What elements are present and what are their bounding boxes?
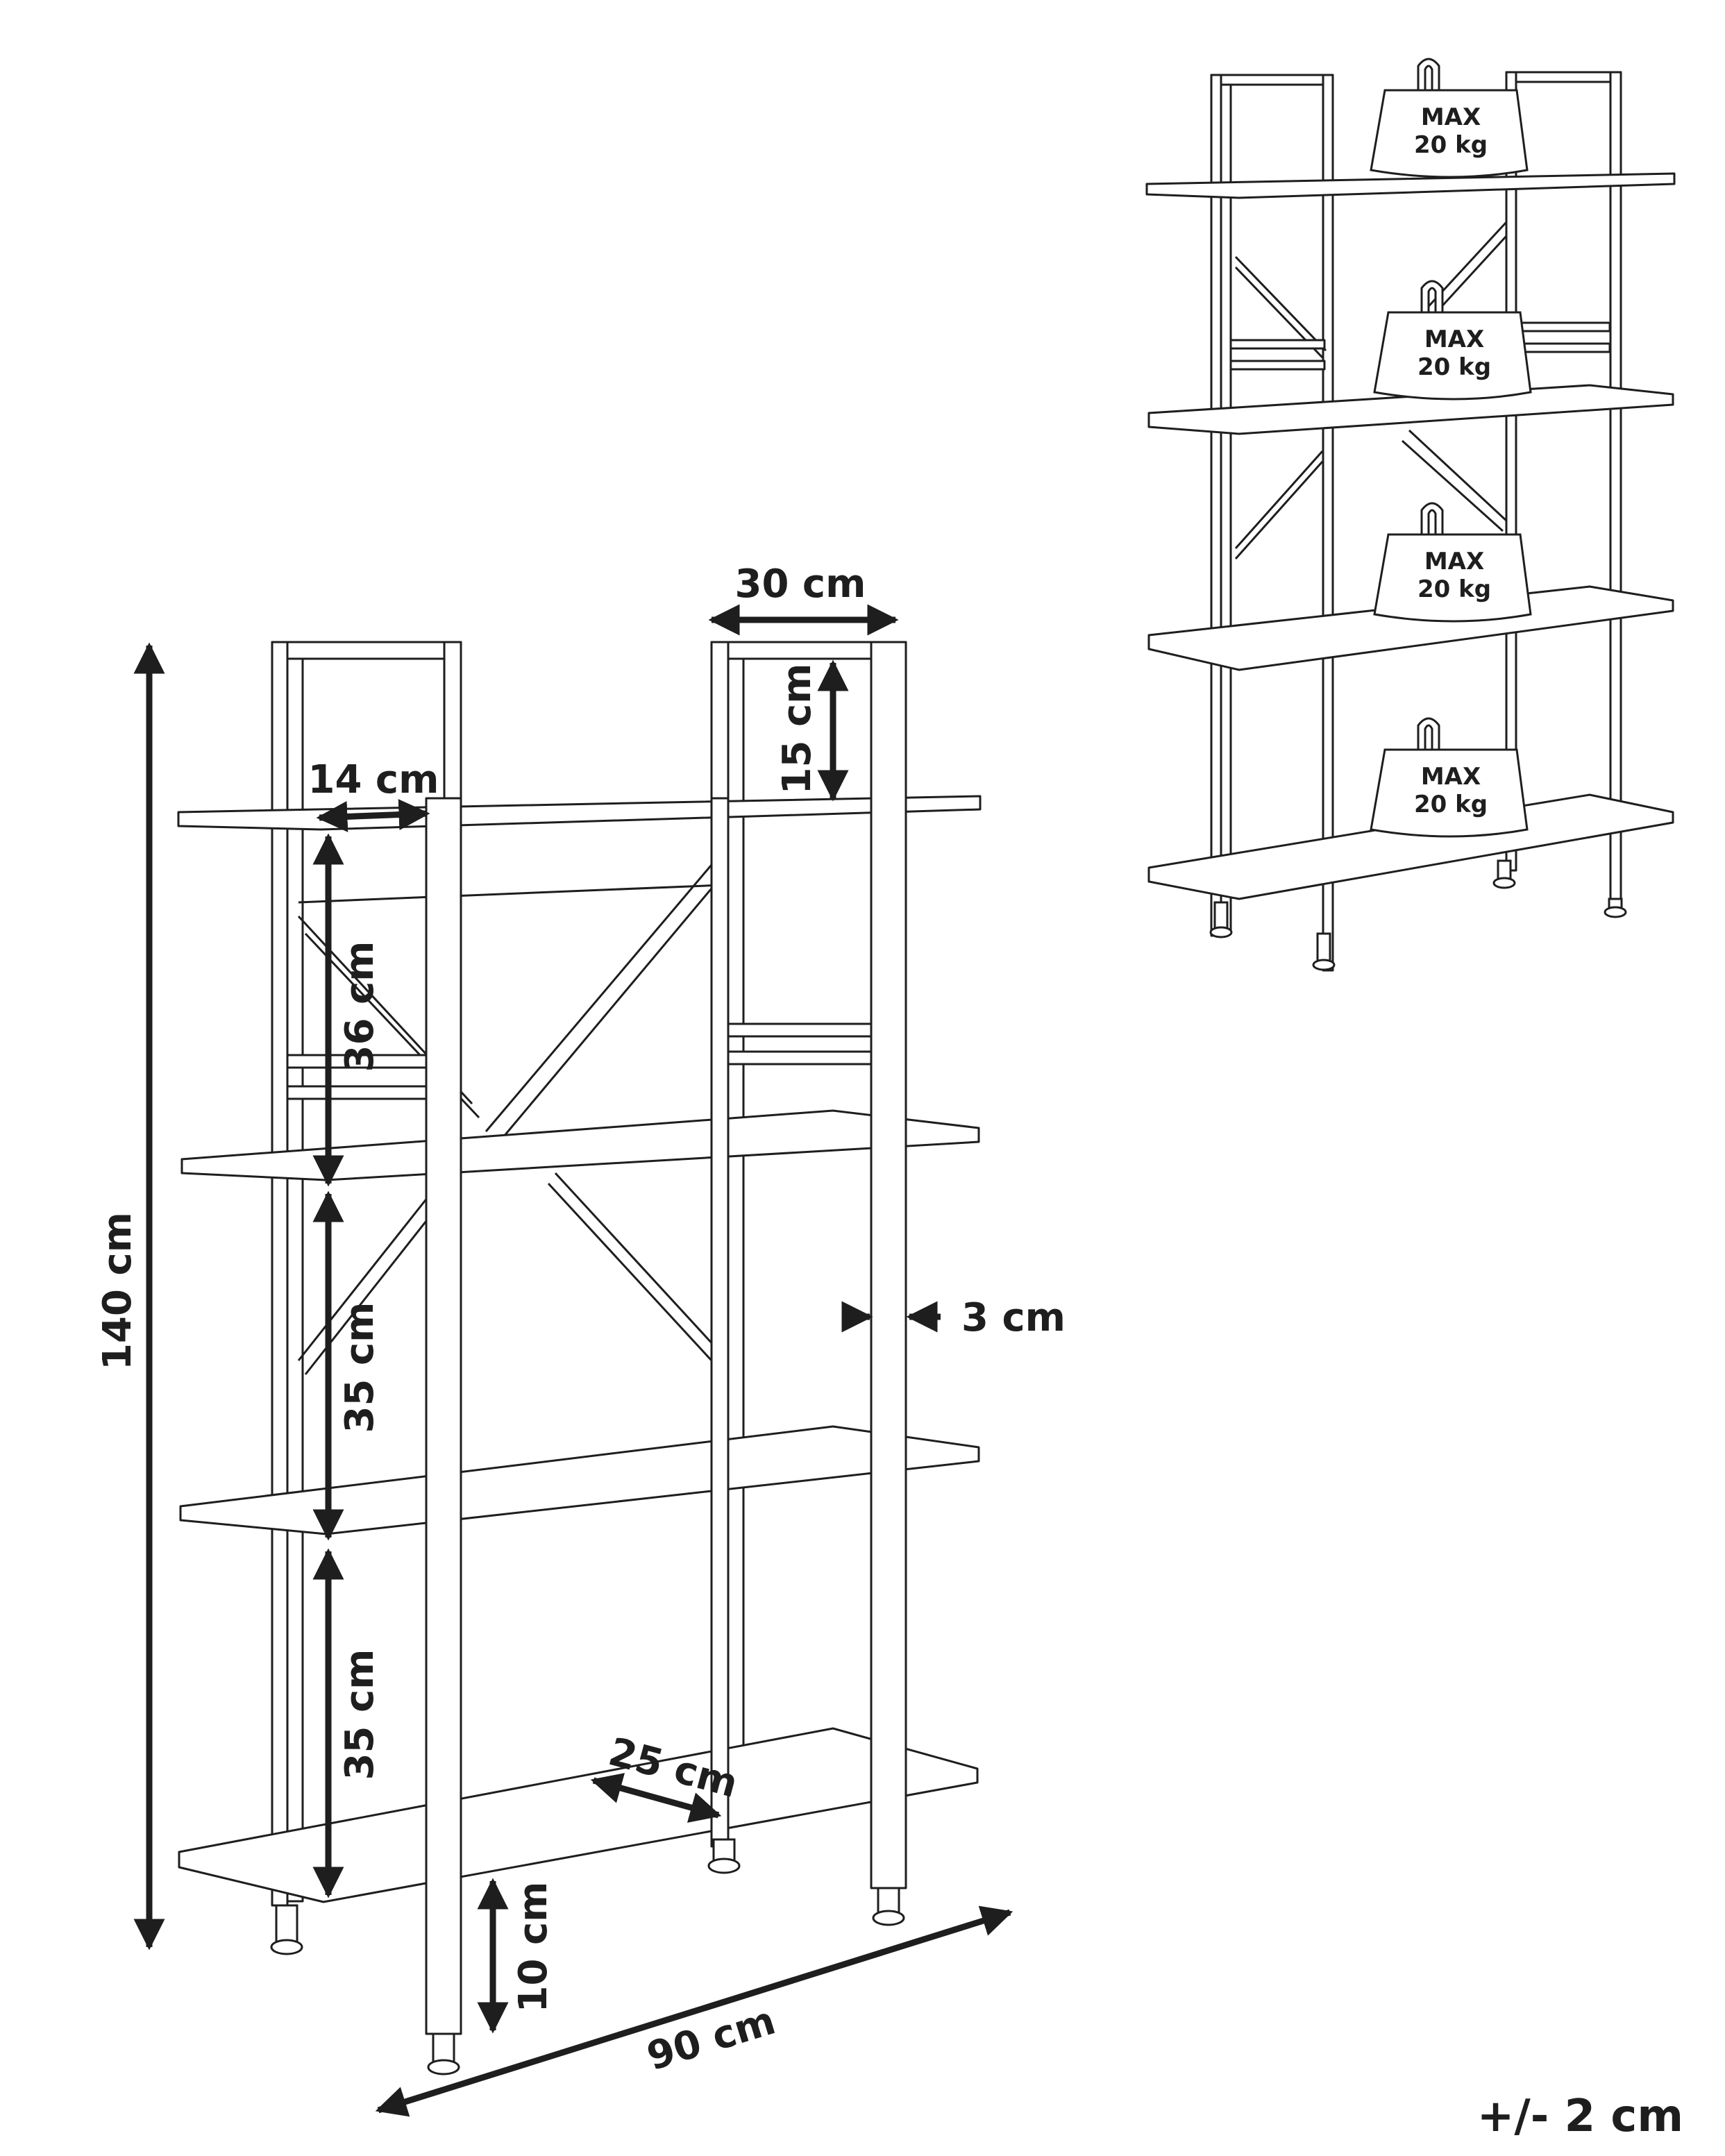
load-shelf-feet bbox=[1209, 859, 1627, 971]
tolerance-note: +/- 2 cm bbox=[1477, 2091, 1683, 2142]
weight-3-line1: MAX bbox=[1424, 548, 1484, 575]
shelf-4 bbox=[178, 1727, 979, 1903]
weight-1: MAX 20 kg bbox=[1370, 58, 1529, 178]
dim-shelf-depth-arrow bbox=[590, 1773, 722, 1823]
weight-3: MAX 20 kg bbox=[1373, 502, 1532, 623]
main-shelf-drawing bbox=[177, 641, 982, 2075]
front-uprights bbox=[425, 641, 907, 2035]
dim-upright-gap-arrow bbox=[316, 799, 430, 832]
label-leg-thickness: 3 cm bbox=[961, 1295, 1066, 1340]
shelf-2 bbox=[180, 1109, 980, 1181]
label-depth: 30 cm bbox=[735, 562, 866, 607]
weight-4: MAX 20 kg bbox=[1370, 717, 1529, 838]
dimension-lines bbox=[133, 604, 1013, 2117]
weight-1-line1: MAX bbox=[1421, 103, 1481, 131]
weight-2: MAX 20 kg bbox=[1373, 280, 1532, 401]
dim-width-arrow bbox=[375, 1905, 1013, 2117]
label-width: 90 cm bbox=[642, 1998, 781, 2080]
label-gap-middle: 35 cm bbox=[337, 1302, 382, 1433]
label-gap-bottom: 35 cm bbox=[337, 1649, 382, 1780]
label-top-frame: 15 cm bbox=[775, 664, 820, 795]
weight-4-line2: 20 kg bbox=[1414, 791, 1488, 818]
label-upright-gap: 14 cm bbox=[308, 757, 439, 802]
weight-2-line1: MAX bbox=[1424, 326, 1484, 353]
label-gap-top: 36 cm bbox=[337, 941, 382, 1072]
label-floor: 10 cm bbox=[511, 1882, 556, 2013]
weight-1-line2: 20 kg bbox=[1414, 131, 1488, 159]
weight-4-line1: MAX bbox=[1421, 763, 1481, 791]
load-shelf-drawing: MAX 20 kg MAX 20 kg MAX 20 kg MAX 20 kg bbox=[1145, 58, 1676, 972]
weight-2-line2: 20 kg bbox=[1417, 353, 1491, 381]
load-shelf-shelves bbox=[1145, 172, 1676, 900]
label-height-total: 140 cm bbox=[95, 1212, 140, 1370]
weight-3-line2: 20 kg bbox=[1417, 575, 1491, 603]
shelf-3 bbox=[179, 1425, 980, 1535]
